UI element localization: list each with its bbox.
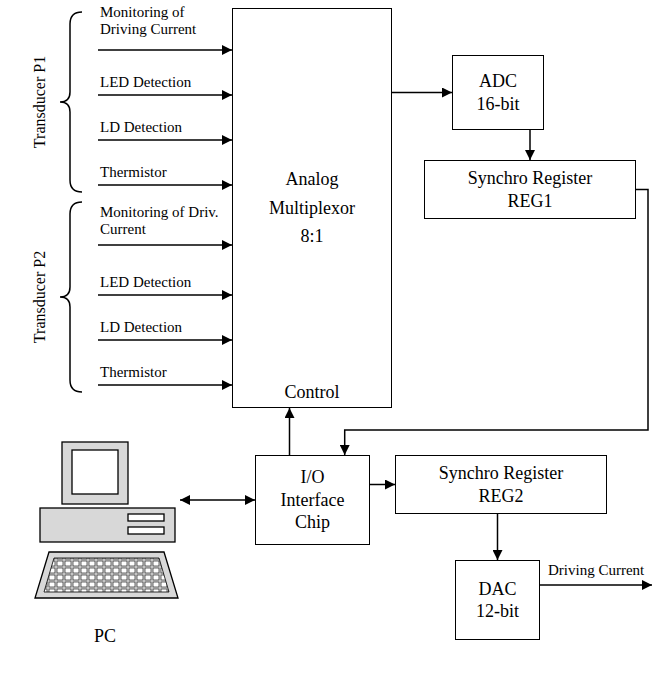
signal-label: LED Detection	[100, 74, 228, 91]
monitor	[62, 442, 128, 504]
signal-label: Thermistor	[100, 164, 228, 181]
port-label: Control	[257, 381, 367, 404]
box-label: Synchro Register REG2	[416, 462, 586, 507]
signal-label: Monitoring of Driving Current	[100, 4, 228, 39]
signal-connector	[392, 92, 452, 94]
keyboard	[35, 552, 178, 598]
signal-label: Monitoring of Driv. Current	[100, 204, 228, 239]
signal-connector	[289, 408, 291, 455]
signal-arrow	[98, 184, 232, 186]
curly-brace	[60, 202, 82, 392]
drive-slot	[128, 514, 164, 521]
signal-arrow	[98, 244, 232, 246]
signal-connector	[180, 499, 255, 501]
signal-label: LED Detection	[100, 274, 228, 291]
box-label: I/O Interface Chip	[270, 466, 355, 534]
signal-arrow	[98, 94, 232, 96]
drive-slot	[128, 527, 164, 534]
box-label: Synchro Register REG1	[445, 167, 615, 212]
multiplexer-box: Analog Multiplexor 8:1Control	[232, 8, 392, 408]
signal-label: LD Detection	[100, 119, 228, 136]
system-unit	[40, 508, 175, 542]
box-label: PC	[94, 625, 116, 656]
output-arrow	[540, 584, 652, 586]
pc-node: PC	[30, 440, 180, 655]
signal-connector	[529, 130, 531, 160]
group-label: Transducer P2	[31, 251, 49, 343]
box-label: ADC 16-bit	[468, 70, 528, 115]
signal-label: LD Detection	[100, 319, 228, 336]
signal-label: Driving Current	[548, 562, 656, 579]
signal-arrow	[98, 49, 232, 51]
adc-box: ADC 16-bit	[452, 55, 544, 130]
register-box: Synchro Register REG1	[424, 160, 636, 219]
braces	[60, 12, 82, 392]
screen	[72, 450, 118, 494]
signal-arrow	[98, 139, 232, 141]
signal-connector	[497, 514, 499, 560]
box-label: Analog Multiplexor 8:1	[257, 165, 367, 251]
register-box: Synchro Register REG2	[395, 455, 607, 514]
curly-brace	[60, 12, 82, 192]
keyboard-keys	[44, 558, 169, 592]
interface-box: I/O Interface Chip	[255, 455, 370, 545]
pc-icon	[35, 442, 178, 598]
box-label: DAC 12-bit	[468, 578, 528, 623]
signal-arrow	[98, 294, 232, 296]
signal-label: Thermistor	[100, 364, 228, 381]
dac-box: DAC 12-bit	[455, 560, 540, 640]
signal-arrow	[98, 384, 232, 386]
group-label: Transducer P1	[31, 56, 49, 148]
signal-arrow	[98, 339, 232, 341]
signal-connector	[370, 484, 395, 486]
